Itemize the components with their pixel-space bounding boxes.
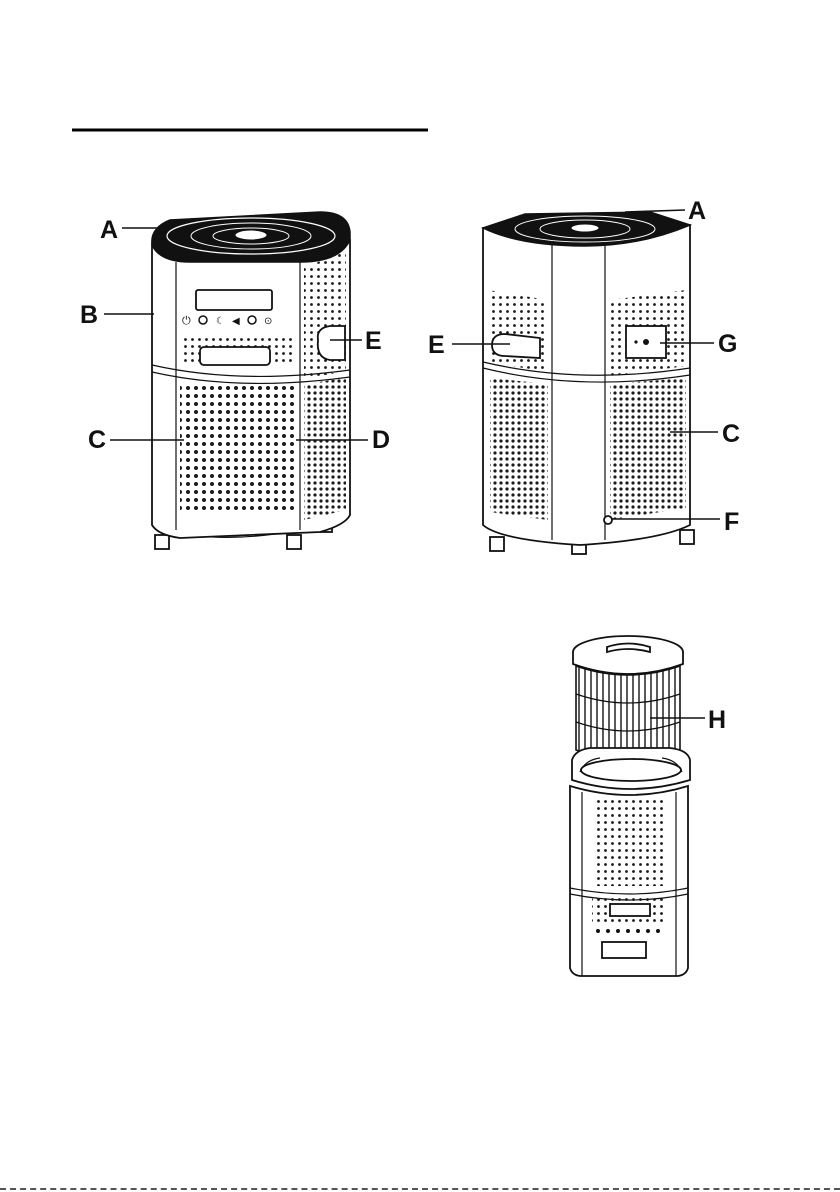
back-view-unit — [483, 212, 694, 554]
front-view-unit: ⏻ ☾ ◀ ⊙ — [152, 212, 350, 549]
sleep-icon: ☾ — [216, 316, 225, 327]
lock-icon: ⊙ — [264, 316, 272, 327]
label-a-back: A — [688, 197, 706, 225]
label-c-front: C — [88, 426, 106, 454]
display-window — [196, 290, 272, 310]
label-e-front: E — [365, 327, 382, 355]
label-e-back: E — [428, 331, 445, 359]
power-icon: ⏻ — [182, 315, 191, 327]
back-handle — [492, 334, 540, 358]
label-a-front: A — [100, 216, 118, 244]
filter-cylinder — [576, 666, 680, 759]
front-handle-window — [200, 347, 270, 365]
filter-replacement-view — [570, 636, 690, 976]
label-h: H — [708, 706, 726, 734]
label-c-back: C — [722, 420, 740, 448]
label-b: B — [80, 301, 98, 329]
label-g: G — [718, 330, 737, 358]
fan-icon: ◀ — [232, 316, 240, 327]
label-d: D — [372, 426, 390, 454]
side-handle — [318, 326, 345, 360]
label-f: F — [724, 508, 739, 536]
page-bottom-edge — [0, 1188, 840, 1190]
power-socket — [604, 516, 612, 524]
